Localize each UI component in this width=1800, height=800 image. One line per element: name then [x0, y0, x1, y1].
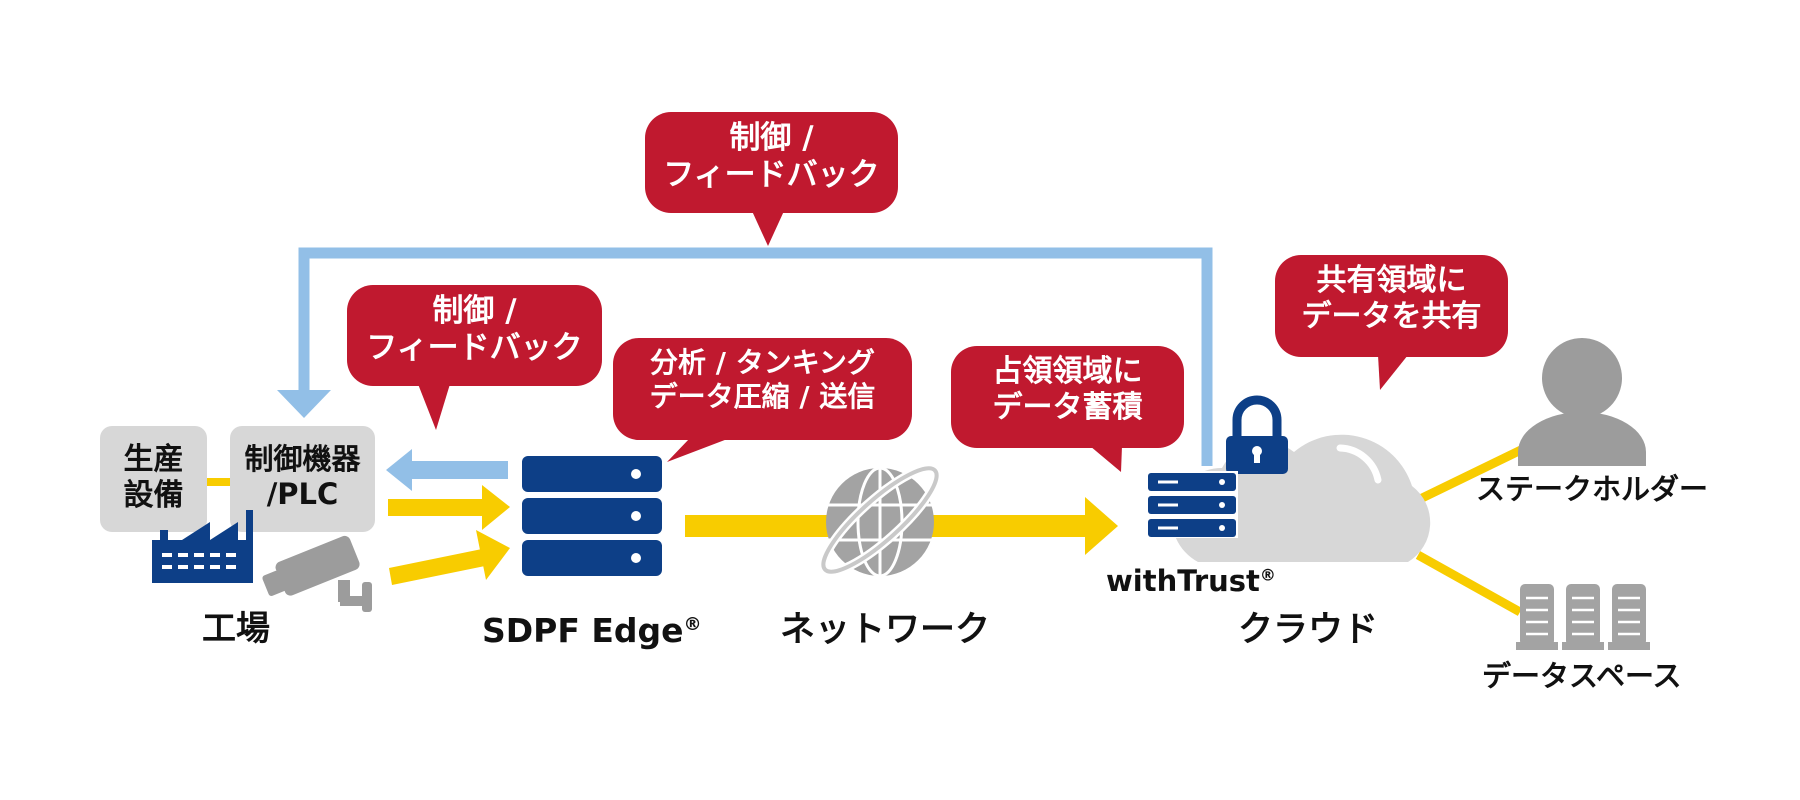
edge-label: SDPF Edge® [482, 612, 702, 650]
bubble-line: データ蓄積 [992, 390, 1143, 425]
bubble-line: 制御 / [432, 293, 517, 329]
bubble-line: データ圧縮 / 送信 [649, 379, 876, 413]
bubble-line: 制御 / [729, 120, 814, 156]
trust-registered-mark: ® [1259, 565, 1276, 585]
edge-processing-bubble [613, 338, 912, 462]
globe-icon [818, 463, 942, 578]
cloud-to-stakeholder-link [1416, 443, 1527, 505]
edge-registered-mark: ® [683, 614, 702, 635]
exclusive-storage-bubble-text: 占領領域に データ蓄積 [951, 354, 1184, 426]
shared-area-bubble-text: 共有領域に データを共有 [1275, 263, 1508, 335]
person-icon [1518, 338, 1646, 466]
bubble-line: 分析 / タンキング [650, 346, 875, 379]
cloud-to-dataspace-link [1415, 551, 1523, 616]
stakeholder-label: ステークホルダー [1476, 472, 1709, 506]
shared-area-bubble [1275, 255, 1508, 390]
edge-server-icon [522, 456, 662, 576]
top-feedback-loop [277, 247, 1213, 466]
network-label: ネットワーク [780, 610, 991, 650]
box-line: /PLC [266, 476, 339, 511]
bubble-line: データを共有 [1301, 299, 1482, 334]
controller-box [230, 426, 375, 532]
dataspace-label: データスペース [1482, 659, 1682, 693]
trust-server-icon [1146, 471, 1238, 538]
box-line: 設備 [123, 478, 184, 513]
production-equipment-label: 生産 設備 [100, 442, 207, 514]
cloud-label: クラウド [1238, 610, 1379, 650]
bubble-line: フィードバック [663, 157, 880, 194]
top-feedback-bubble [645, 112, 898, 246]
factory-icon [152, 510, 253, 583]
bubble-line: 占領領域に [992, 354, 1143, 389]
edge-name: SDPF Edge [482, 611, 684, 650]
camera-to-edge-arrow [389, 530, 510, 585]
security-camera-icon [262, 535, 372, 612]
factory-label: 工場 [202, 609, 270, 649]
padlock-icon [1226, 395, 1288, 474]
top-feedback-bubble-text: 制御 / フィードバック [645, 120, 898, 194]
edge-feedback-bubble [347, 285, 602, 430]
bubble-line: フィードバック [366, 330, 583, 367]
edge-feedback-bubble-text: 制御 / フィードバック [347, 293, 602, 367]
production-equipment-box [100, 426, 207, 532]
edge-feedback-arrow [386, 449, 508, 491]
trust-name: withTrust [1106, 564, 1260, 598]
bubble-line: 共有領域に [1316, 263, 1467, 298]
box-line: 制御機器 [244, 442, 361, 476]
storage-towers-icon [1516, 584, 1650, 650]
controller-label: 制御機器 /PLC [230, 442, 375, 512]
edge-processing-bubble-text: 分析 / タンキング データ圧縮 / 送信 [613, 346, 912, 413]
box-line: 生産 [123, 442, 184, 477]
trust-label: withTrust® [1106, 564, 1276, 598]
controller-to-edge-arrow [388, 485, 510, 530]
exclusive-storage-bubble [951, 346, 1184, 472]
